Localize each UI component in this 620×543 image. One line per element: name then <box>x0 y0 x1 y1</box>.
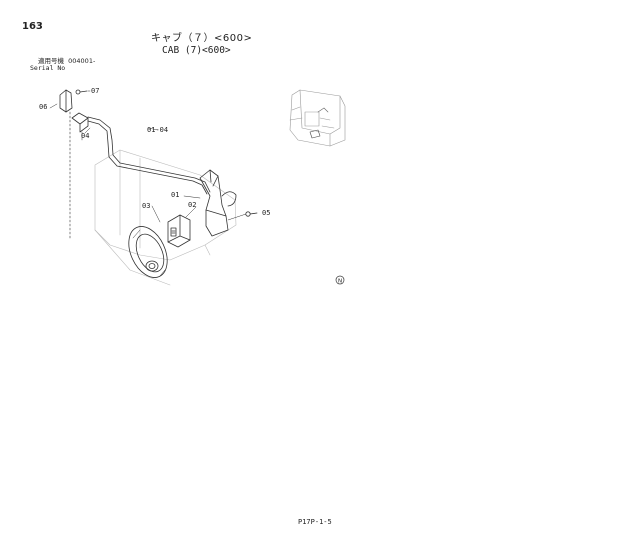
part-cylinder <box>71 112 89 141</box>
serial-label-english: Serial No <box>30 64 66 72</box>
callout-07: 07 <box>91 87 100 95</box>
cab-body-outline <box>94 149 237 286</box>
inset-machine-view <box>289 89 346 147</box>
part-switch-box <box>167 214 191 248</box>
callout-01-04: 01-04 <box>147 126 169 134</box>
title-english: CAB (7)<600> <box>162 45 231 56</box>
callout-01: 01 <box>171 191 180 199</box>
part-round-panel <box>128 226 168 278</box>
title-japanese: キャブ（７）<600> <box>151 33 253 44</box>
callout-02: 02 <box>188 201 197 209</box>
serial-label-jp: 適用号機 <box>38 57 64 65</box>
callout-05: 05 <box>262 209 271 217</box>
callout-04: 04 <box>81 132 90 140</box>
orientation-symbol <box>335 275 345 285</box>
leader-lines <box>84 127 201 223</box>
part-bolt <box>227 211 258 221</box>
part-main-bracket <box>199 169 237 237</box>
footer-code: P17P-1-5 <box>298 518 332 526</box>
part-top-bracket <box>49 89 91 113</box>
orientation-symbol-letter: N <box>338 279 342 285</box>
page-number: 163 <box>22 21 43 32</box>
callout-03: 03 <box>142 202 151 210</box>
serial-applicability: 適用号機 004001- <box>38 58 95 65</box>
callout-06: 06 <box>39 103 48 111</box>
serial-value: 004001- <box>68 57 96 65</box>
